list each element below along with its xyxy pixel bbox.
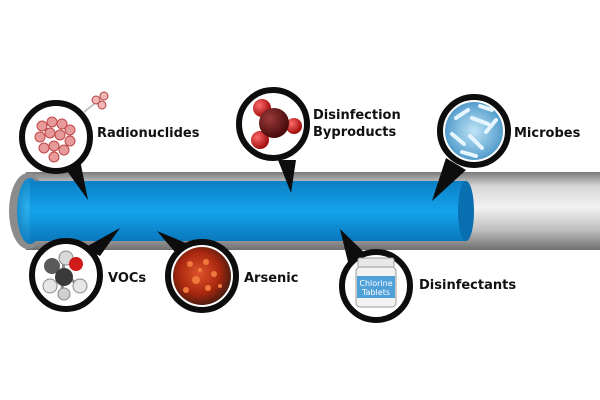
water-channel-end — [458, 181, 474, 241]
pointer-microbes — [432, 158, 466, 201]
pipe — [9, 172, 600, 250]
arsenic-texture — [183, 259, 222, 293]
small-molecule-icon — [91, 91, 109, 110]
product-label-line1: Chlorine — [359, 279, 392, 288]
chlorine-tablets-icon — [355, 257, 397, 308]
pointer-disinfection-byproducts — [278, 160, 296, 193]
label-disinfectants: Disinfectants — [419, 278, 517, 293]
organic-molecule-icon — [42, 250, 88, 301]
callout-radionuclides — [19, 91, 109, 174]
callout-vocs — [29, 238, 103, 312]
label-microbes: Microbes — [514, 126, 581, 141]
label-radionuclides: Radionuclides — [97, 126, 200, 141]
label-vocs: VOCs — [108, 271, 147, 286]
product-label-line2: Tablets — [361, 288, 390, 297]
label-byproducts: Byproducts — [313, 125, 397, 140]
label-arsenic: Arsenic — [244, 271, 299, 286]
molecule-link — [83, 103, 95, 113]
callout-arsenic — [165, 239, 239, 313]
pointer-vocs — [84, 228, 120, 256]
red-molecule-icon — [251, 99, 302, 149]
callout-disinfectants: Chlorine Tablets — [339, 249, 413, 323]
bacteria-icon — [445, 102, 503, 160]
arsenic-mineral-icon — [173, 247, 231, 305]
bacteria-rods — [450, 104, 498, 158]
callout-microbes — [437, 94, 511, 168]
water-channel — [30, 181, 466, 241]
callout-disinfection-byproducts — [236, 87, 310, 161]
label-disinfection: Disinfection — [313, 108, 401, 123]
molecule-cluster-icon — [34, 116, 76, 163]
